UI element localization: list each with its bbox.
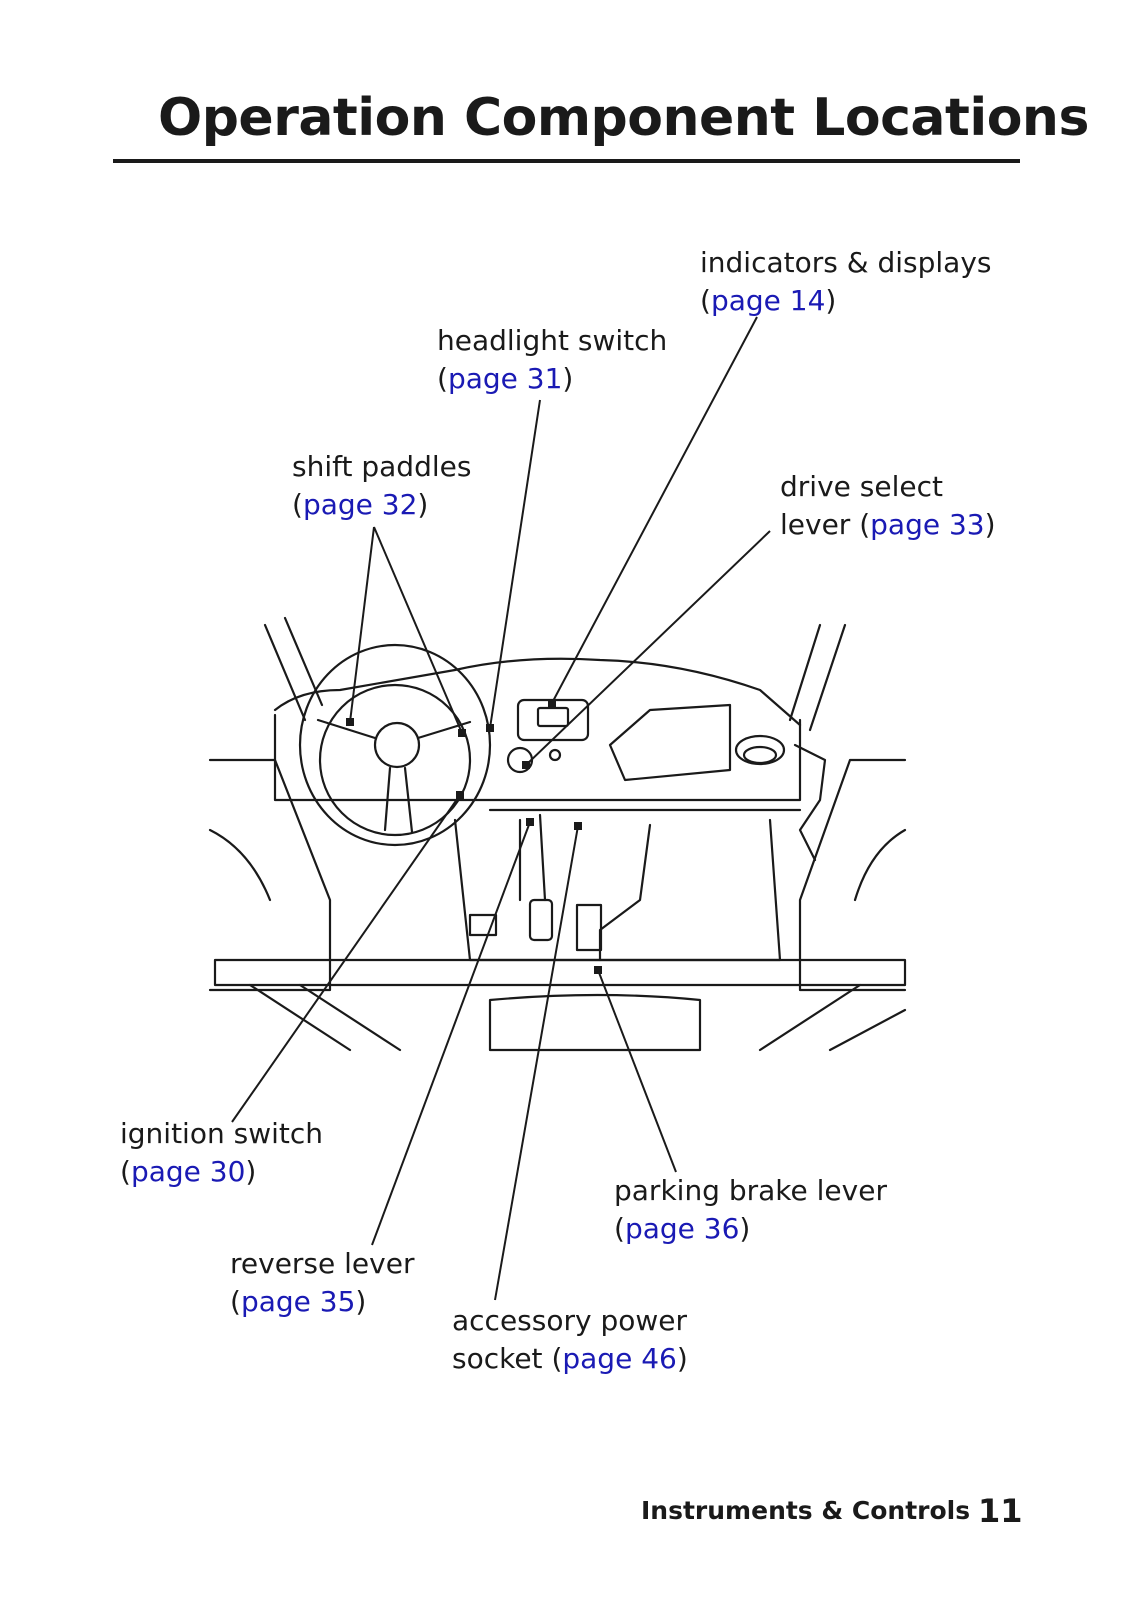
link-page-33[interactable]: page 33: [870, 508, 985, 541]
leader-drive: [525, 530, 771, 766]
callout-headlight: headlight switch (page 31): [437, 324, 668, 395]
cup-holder: [734, 734, 786, 766]
page-number: 11: [978, 1492, 1023, 1530]
callout-shift-label: shift paddles: [292, 450, 472, 483]
right-dash-panel: [608, 703, 732, 782]
callout-parking-label: parking brake lever: [614, 1174, 887, 1207]
callout-accessory-label-1: accessory power: [452, 1304, 688, 1337]
callout-shift-paddles: shift paddles (page 32): [292, 450, 472, 521]
link-page-32[interactable]: page 32: [302, 488, 418, 521]
callout-headlight-label: headlight switch: [437, 324, 668, 357]
callout-ignition: ignition switch (page 30): [120, 1117, 323, 1188]
title-rule: [113, 159, 1020, 163]
callout-drive-label-2: lever: [780, 508, 851, 541]
page-title: Operation Component Locations: [158, 88, 1089, 148]
dash-top: [273, 657, 802, 727]
roll-cage-right: [788, 623, 847, 732]
brake-pedal: [468, 913, 498, 937]
callout-indicators: indicators & displays (page 14): [700, 246, 992, 317]
callout-reverse: reverse lever (page 35): [230, 1247, 415, 1318]
link-page-30[interactable]: page 30: [130, 1155, 246, 1188]
link-page-35[interactable]: page 35: [240, 1285, 356, 1318]
leader-shift-left: [349, 526, 375, 723]
dash-face: [273, 713, 802, 802]
right-seat: [798, 758, 907, 992]
callout-accessory-label-2: socket: [452, 1342, 543, 1375]
link-page-14[interactable]: page 14: [710, 284, 826, 317]
cross-bar: [213, 958, 907, 987]
leader-indicators: [551, 316, 758, 704]
footer-section-title: Instruments & Controls: [641, 1496, 971, 1525]
callout-drive-select: drive select lever (page 33): [780, 470, 996, 541]
leader-headlight: [489, 399, 541, 729]
callout-ignition-label: ignition switch: [120, 1117, 323, 1150]
leader-ignition: [231, 794, 461, 1123]
link-page-31[interactable]: page 31: [447, 362, 563, 395]
leader-parking: [597, 969, 677, 1173]
accel-pedal: [528, 898, 554, 942]
link-page-36[interactable]: page 36: [624, 1212, 740, 1245]
left-seat: [208, 758, 332, 992]
callout-accessory-socket: accessory power socket (page 46): [452, 1304, 688, 1375]
steering-hub: [373, 721, 421, 769]
leader-shift-right: [373, 526, 463, 734]
leader-reverse: [371, 821, 531, 1246]
link-page-46[interactable]: page 46: [562, 1342, 677, 1375]
roll-cage-left: [263, 616, 324, 722]
floor-bottom: [488, 993, 702, 1052]
leader-accessory: [494, 825, 579, 1301]
steering-wheel-outer: [298, 643, 492, 847]
steering-wheel-inner: [318, 683, 472, 837]
callout-indicators-label: indicators & displays: [700, 246, 992, 279]
callout-parking-brake: parking brake lever (page 36): [614, 1174, 887, 1245]
callout-reverse-label: reverse lever: [230, 1247, 415, 1280]
parking-brake-housing: [575, 903, 603, 952]
callout-drive-label-1: drive select: [780, 470, 943, 503]
